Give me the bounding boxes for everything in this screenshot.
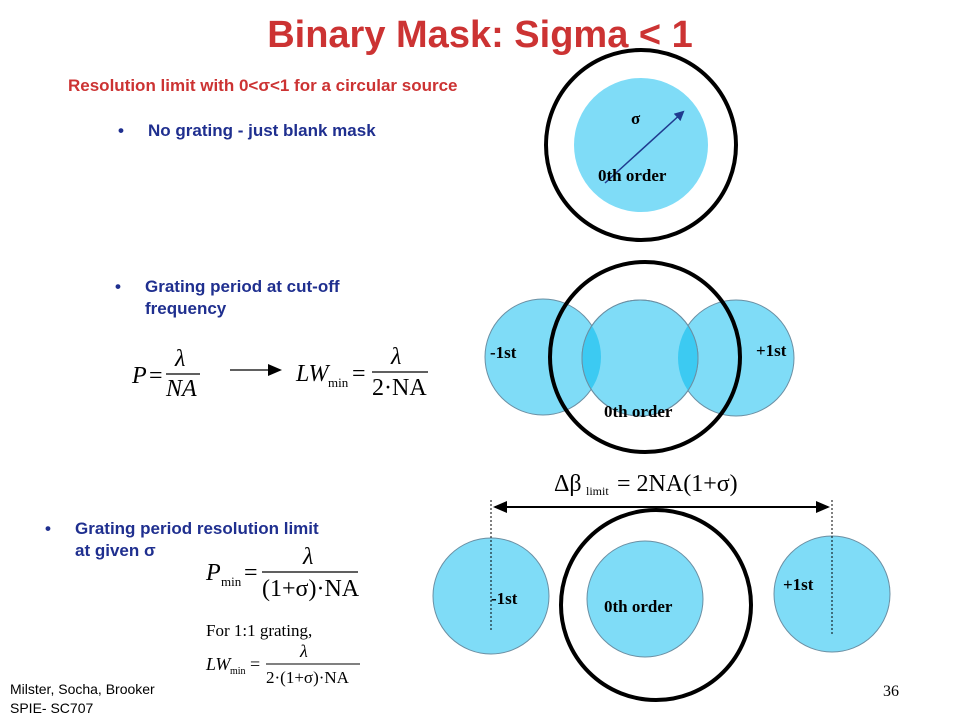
zero-order-pupil: [586, 540, 704, 658]
minus-first-label: -1st: [490, 343, 517, 362]
plus-first-label: +1st: [783, 575, 814, 594]
subtitle: Resolution limit with 0<σ<1 for a circul…: [68, 76, 458, 95]
delta-beta-subscript: limit: [586, 484, 609, 498]
for-grating-label: For 1:1 grating,: [206, 621, 312, 640]
eq-lambda: λ: [390, 344, 401, 370]
eq-na: NA: [165, 376, 197, 402]
zero-order-label: 0th order: [604, 597, 673, 616]
bullet-text: No grating - just blank mask: [148, 121, 376, 140]
minus-first-label: -1st: [491, 589, 518, 608]
bullet-cutoff: • Grating period at cut-off frequency: [115, 276, 340, 320]
eq-lw: LW: [205, 654, 232, 674]
delta-beta-rhs: = 2NA(1+σ): [617, 471, 738, 497]
bullet-text: frequency: [145, 299, 227, 318]
eq-equals: =: [149, 363, 163, 389]
bullet-text: at given σ: [75, 541, 156, 560]
zero-order-label: 0th order: [598, 166, 667, 185]
eq-equals: =: [250, 654, 260, 674]
diagram-resolution-limit: -1st 0th order +1st Δβ limit = 2NA(1+σ): [432, 471, 891, 702]
delta-beta-symbol: Δβ: [554, 471, 582, 497]
plus-first-label: +1st: [756, 341, 787, 360]
eq-lw: LW: [295, 361, 330, 387]
eq-denominator: 2·(1+σ)·NA: [266, 668, 350, 687]
bullet-text: Grating period at cut-off: [145, 277, 340, 296]
eq-lambda: λ: [299, 641, 308, 661]
sigma-label: σ: [631, 109, 641, 128]
footer-course: SPIE- SC707: [10, 700, 94, 716]
eq-lambda: λ: [174, 346, 185, 372]
na-circle: [548, 260, 742, 454]
na-circle: [544, 48, 738, 242]
diagram-blank-mask: σ 0th order: [544, 48, 738, 242]
bullet-dot: •: [45, 519, 51, 538]
bullet-dot: •: [115, 277, 121, 296]
eq-p: P: [131, 363, 147, 389]
footer-credits: Milster, Socha, Brooker SPIE- SC707: [10, 680, 155, 718]
eq-p: P: [205, 560, 221, 586]
eq-min: min: [221, 574, 242, 589]
zero-order-label: 0th order: [604, 402, 673, 421]
equation-period: P = λ NA: [131, 346, 200, 402]
equation-pmin: P min = λ (1+σ)·NA: [205, 544, 360, 602]
bullet-resolution-limit: • Grating period resolution limit at giv…: [45, 518, 319, 562]
eq-min: min: [230, 666, 246, 677]
zero-order-pupil: [574, 78, 708, 212]
eq-equals: =: [352, 361, 366, 387]
eq-denominator: (1+σ)·NA: [262, 576, 360, 602]
page-number: 36: [883, 683, 899, 700]
eq-min: min: [328, 375, 349, 390]
diagram-cutoff: -1st +1st 0th order: [484, 260, 795, 454]
page-title: Binary Mask: Sigma < 1: [267, 14, 693, 56]
bullet-blank-mask: • No grating - just blank mask: [118, 120, 376, 142]
eq-lambda: λ: [302, 544, 313, 570]
bullet-text: Grating period resolution limit: [75, 519, 319, 538]
equation-lwmin-cutoff: LW min = λ 2·NA: [295, 344, 428, 401]
zero-order-outline: [581, 299, 699, 417]
eq-two-na: 2·NA: [372, 375, 427, 401]
footer-authors: Milster, Socha, Brooker: [10, 681, 155, 697]
eq-equals: =: [244, 560, 258, 586]
equation-lwmin-limit: LW min = λ 2·(1+σ)·NA: [205, 641, 360, 687]
bullet-dot: •: [118, 121, 124, 140]
sigma-arrow: [604, 110, 685, 184]
